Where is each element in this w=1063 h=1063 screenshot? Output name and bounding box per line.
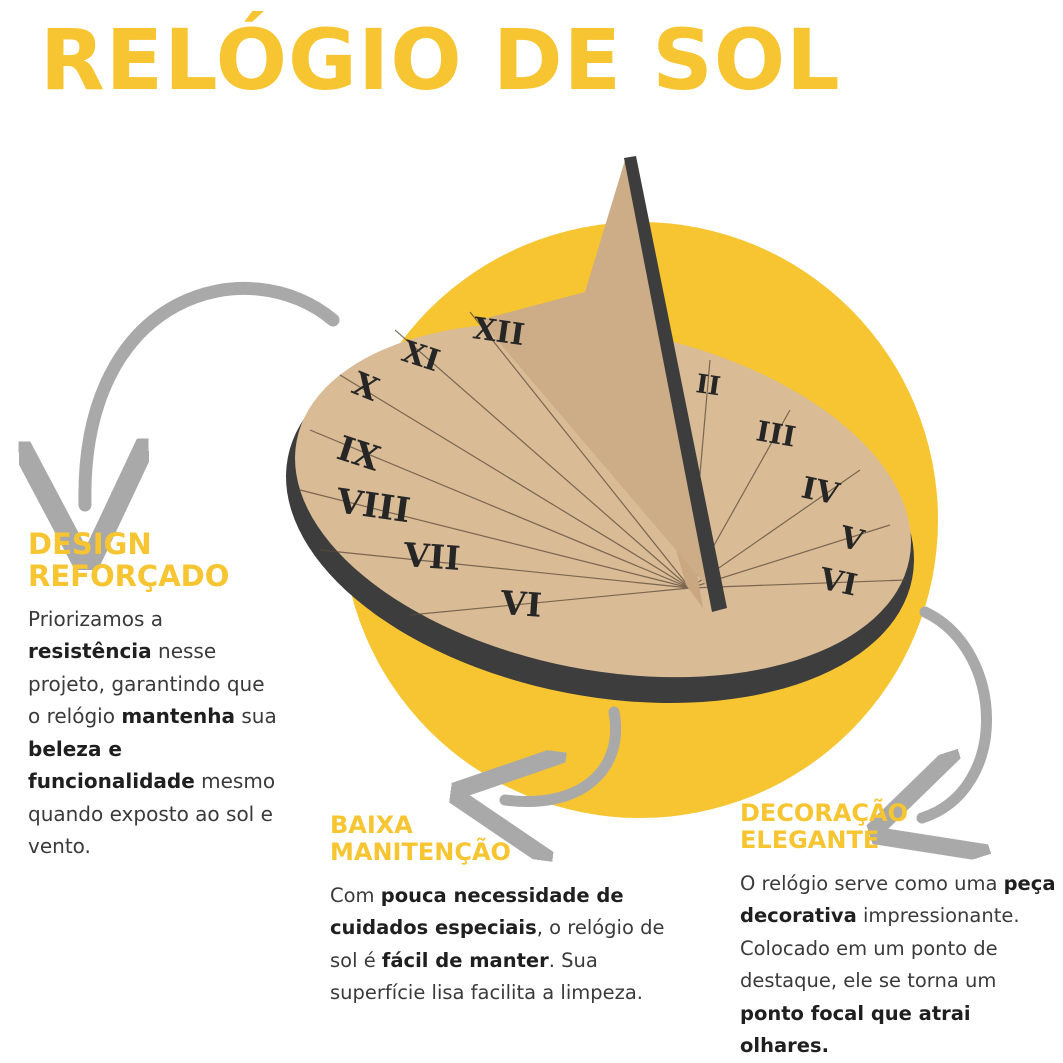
numeral-xii: XII bbox=[471, 311, 527, 353]
curved-arrow-icon bbox=[922, 606, 992, 818]
section-heading: DESIGN REFORÇADO bbox=[28, 527, 230, 594]
decoracao-elegante-section: DECORAÇÃO ELEGANTE O relógio serve como … bbox=[740, 800, 1060, 1063]
curved-arrow-icon bbox=[85, 281, 340, 505]
section-body: O relógio serve como uma peça decorativa… bbox=[740, 871, 1056, 1058]
curved-arrow-icon bbox=[505, 706, 622, 802]
page-title: RELÓGIO DE SOL bbox=[40, 11, 841, 109]
section-body: Com pouca necessidade de cuidados especi… bbox=[330, 883, 665, 1005]
baixa-manutencao-section: BAIXA MANITENÇÃO Com pouca necessidade d… bbox=[330, 812, 675, 1010]
hour-lines bbox=[299, 311, 906, 616]
section-heading: BAIXA MANITENÇÃO bbox=[330, 811, 511, 866]
numeral-iii: III bbox=[754, 414, 798, 453]
numeral-vi-left: VI bbox=[498, 583, 543, 625]
numeral-vii: VII bbox=[401, 535, 461, 578]
numeral-vi-right: VI bbox=[815, 561, 860, 603]
sundial-dial bbox=[286, 322, 914, 703]
section-heading: DECORAÇÃO ELEGANTE bbox=[740, 799, 908, 854]
numeral-ii: II bbox=[694, 369, 722, 402]
numeral-iv: IV bbox=[798, 471, 842, 513]
sundial-gnomon bbox=[480, 156, 727, 612]
